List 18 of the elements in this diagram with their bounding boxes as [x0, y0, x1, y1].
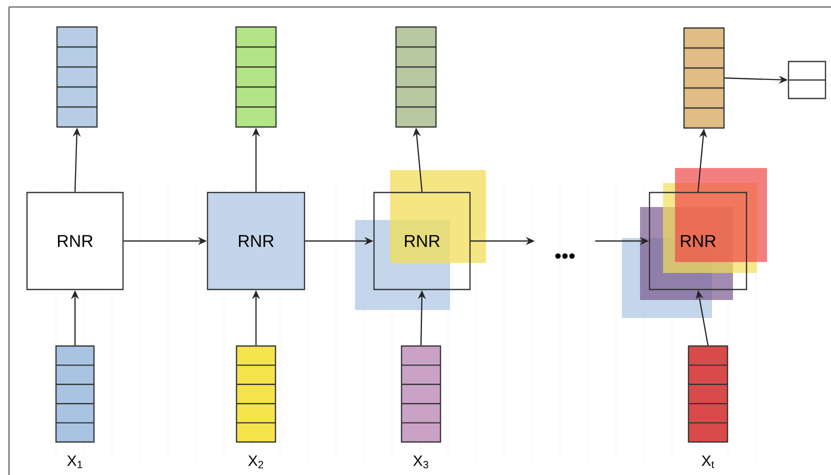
- vector-label: X$_{2}$: [248, 456, 264, 468]
- vector-bar: [56, 26, 98, 128]
- vector-bar: [688, 345, 728, 443]
- vector-label: X$_{t}$: [702, 456, 714, 468]
- ellipsis: •••: [555, 253, 575, 259]
- vector-bar: [236, 345, 276, 443]
- process-box: RNR: [373, 192, 471, 290]
- process-box: RNR: [206, 192, 306, 290]
- vector-bar: [235, 26, 277, 128]
- output-box: [788, 60, 826, 100]
- process-box: RNR: [648, 192, 748, 290]
- vector-label: X$_{1}$: [67, 456, 82, 468]
- process-box: RNR: [26, 192, 124, 290]
- vector-bar: [400, 345, 442, 443]
- vector-bar: [55, 345, 95, 443]
- vector-label: X$_{3}$: [413, 456, 428, 468]
- vector-bar: [683, 27, 725, 129]
- vector-bar: [395, 26, 437, 128]
